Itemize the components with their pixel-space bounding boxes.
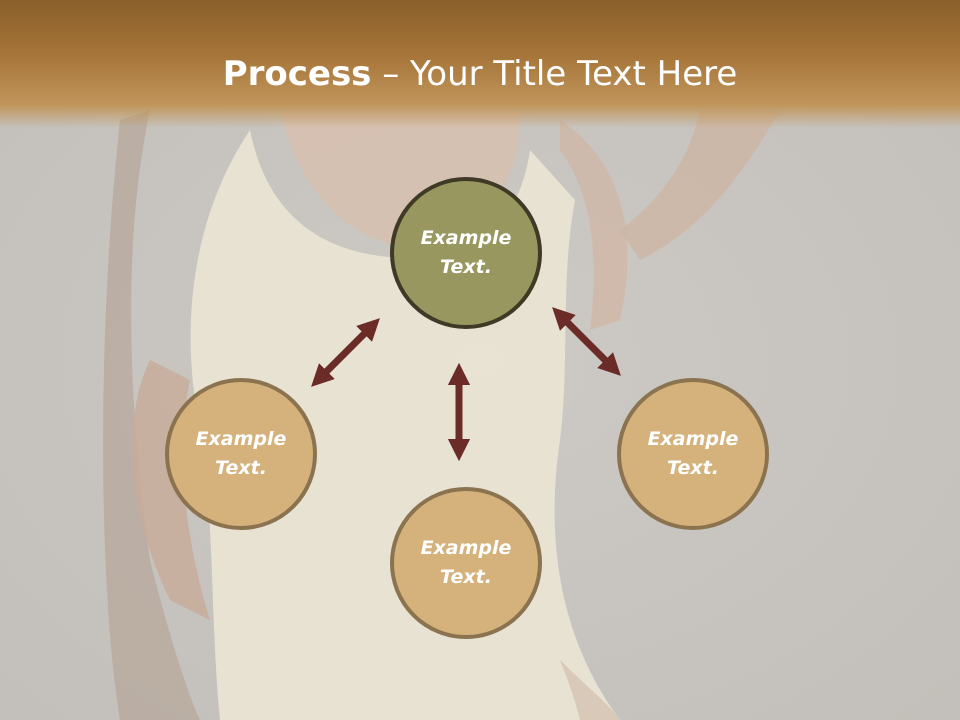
circle-left-text: Example Text. <box>195 428 287 479</box>
circle-right-text: Example Text. <box>647 428 739 479</box>
circle-top: Example Text. <box>390 177 542 329</box>
slide-title: Process – Your Title Text Here <box>0 52 960 96</box>
title-bold: Process <box>222 54 372 94</box>
arrow-top-right <box>552 307 621 376</box>
circle-bottom-text: Example Text. <box>420 537 512 588</box>
circle-left: Example Text. <box>165 378 317 530</box>
circle-right: Example Text. <box>617 378 769 530</box>
circle-top-text: Example Text. <box>420 227 512 278</box>
title-rest: – Your Title Text Here <box>371 54 738 94</box>
arrow-top-left <box>311 318 380 387</box>
circle-bottom: Example Text. <box>390 487 542 639</box>
header-band <box>0 0 960 128</box>
